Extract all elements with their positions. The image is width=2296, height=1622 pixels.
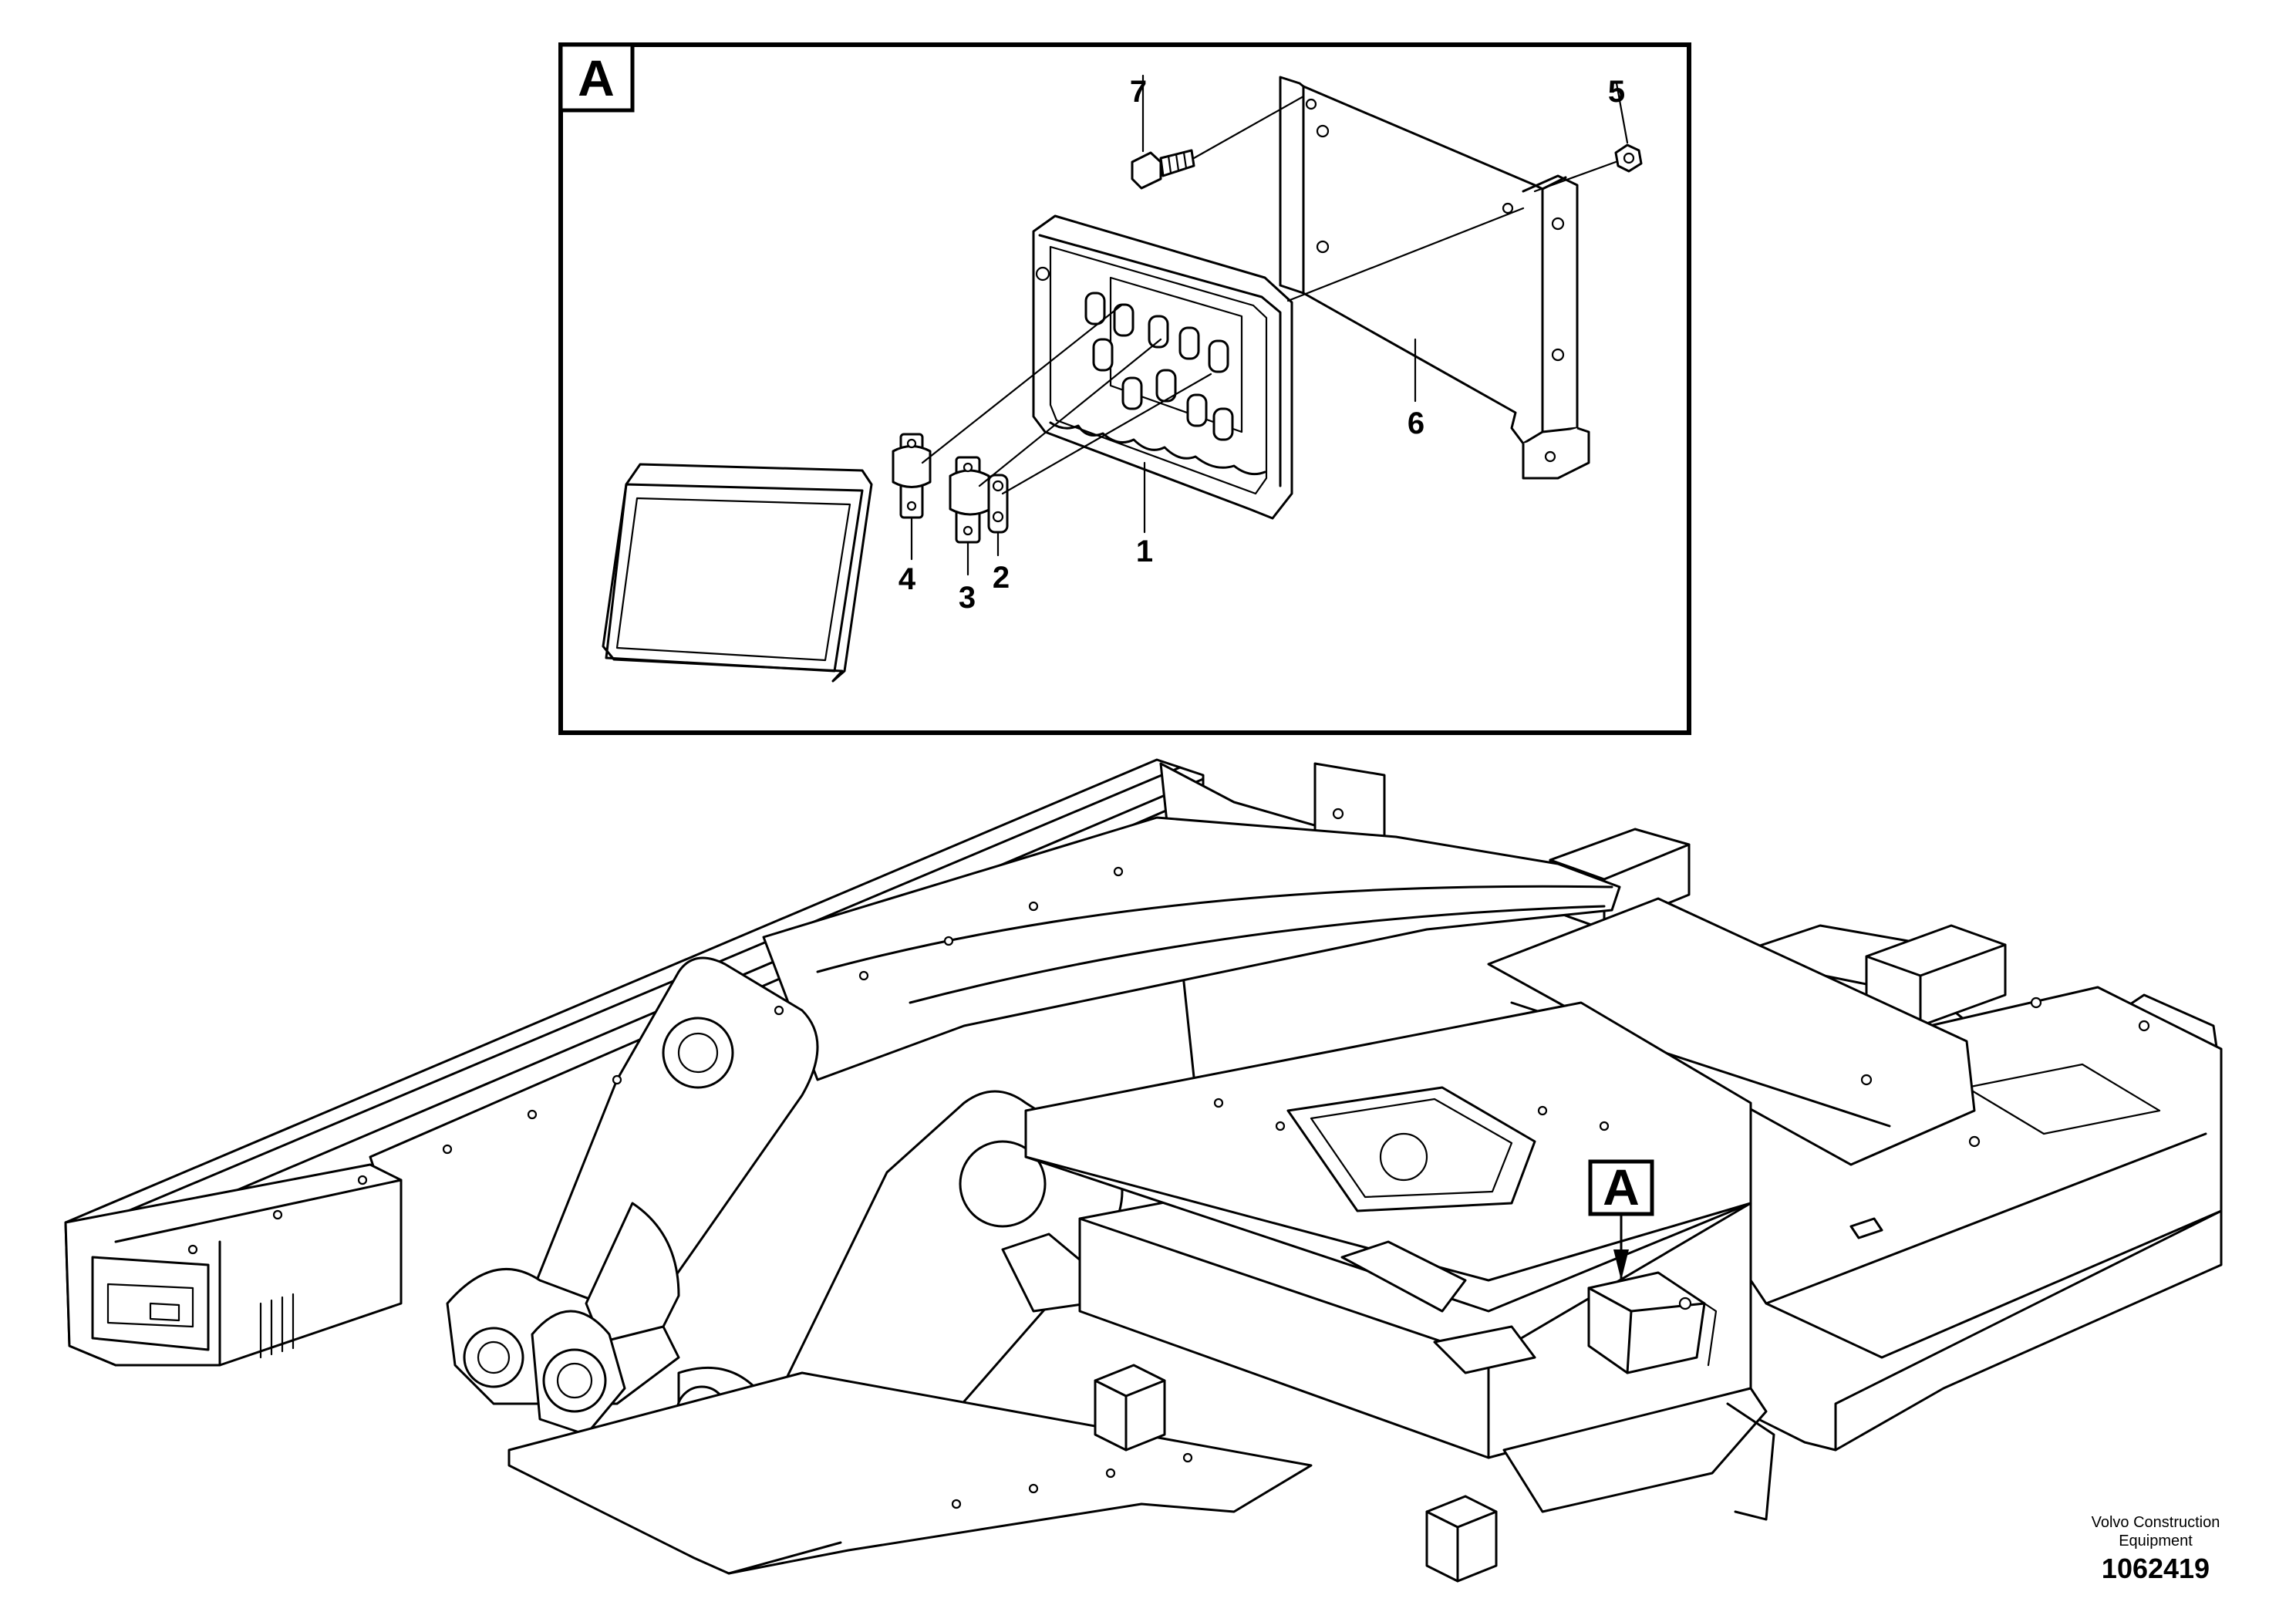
center-lug: [585, 1202, 680, 1344]
bolt: [1131, 149, 1195, 190]
callout-labels: 7 5 6 1 4 3 2: [899, 75, 1625, 615]
callout-2: 2: [993, 561, 1010, 595]
callout-6: 6: [1408, 406, 1424, 440]
drawing-number: 1062419: [2102, 1553, 2210, 1584]
swing-housing: [1024, 1001, 1752, 1459]
relay-holder-3: [949, 456, 992, 544]
title-block: Volvo Construction Equipment 1062419: [2092, 1514, 2220, 1584]
mounting-bracket: [1279, 76, 1590, 480]
electrical-box-location: [1587, 1271, 1718, 1374]
electrical-box: [1032, 214, 1293, 520]
front-block-left: [1094, 1364, 1166, 1452]
left-end-box: [64, 1163, 403, 1367]
relay-holder-4: [892, 433, 932, 519]
detail-label-box: [558, 42, 635, 113]
lower-floor-plate: [507, 1371, 1313, 1575]
svg-text:A: A: [1603, 1158, 1640, 1216]
relay-pins: [1084, 292, 1234, 441]
upper-frame-assembly: A: [64, 758, 2223, 1583]
callout-7: 7: [1130, 75, 1147, 109]
callout-4: 4: [899, 562, 916, 596]
assembly-lines: [910, 74, 1629, 576]
nut: [1614, 143, 1643, 173]
company-name-line2: Equipment: [2119, 1533, 2193, 1549]
front-block-right: [1425, 1495, 1498, 1583]
center-rail: [762, 816, 1621, 1081]
detail-label: A: [578, 49, 615, 106]
detail-a-marker: A: [1588, 1158, 1654, 1282]
callout-3: 3: [959, 581, 976, 615]
company-name-line1: Volvo Construction: [2092, 1514, 2220, 1531]
detail-view-a: A: [558, 42, 1691, 735]
relay-holder-2: [987, 474, 1009, 534]
electrical-box-cover: [602, 463, 873, 683]
callout-5: 5: [1608, 75, 1625, 109]
fastener-holes: [187, 866, 2150, 1509]
callout-1: 1: [1136, 534, 1153, 568]
